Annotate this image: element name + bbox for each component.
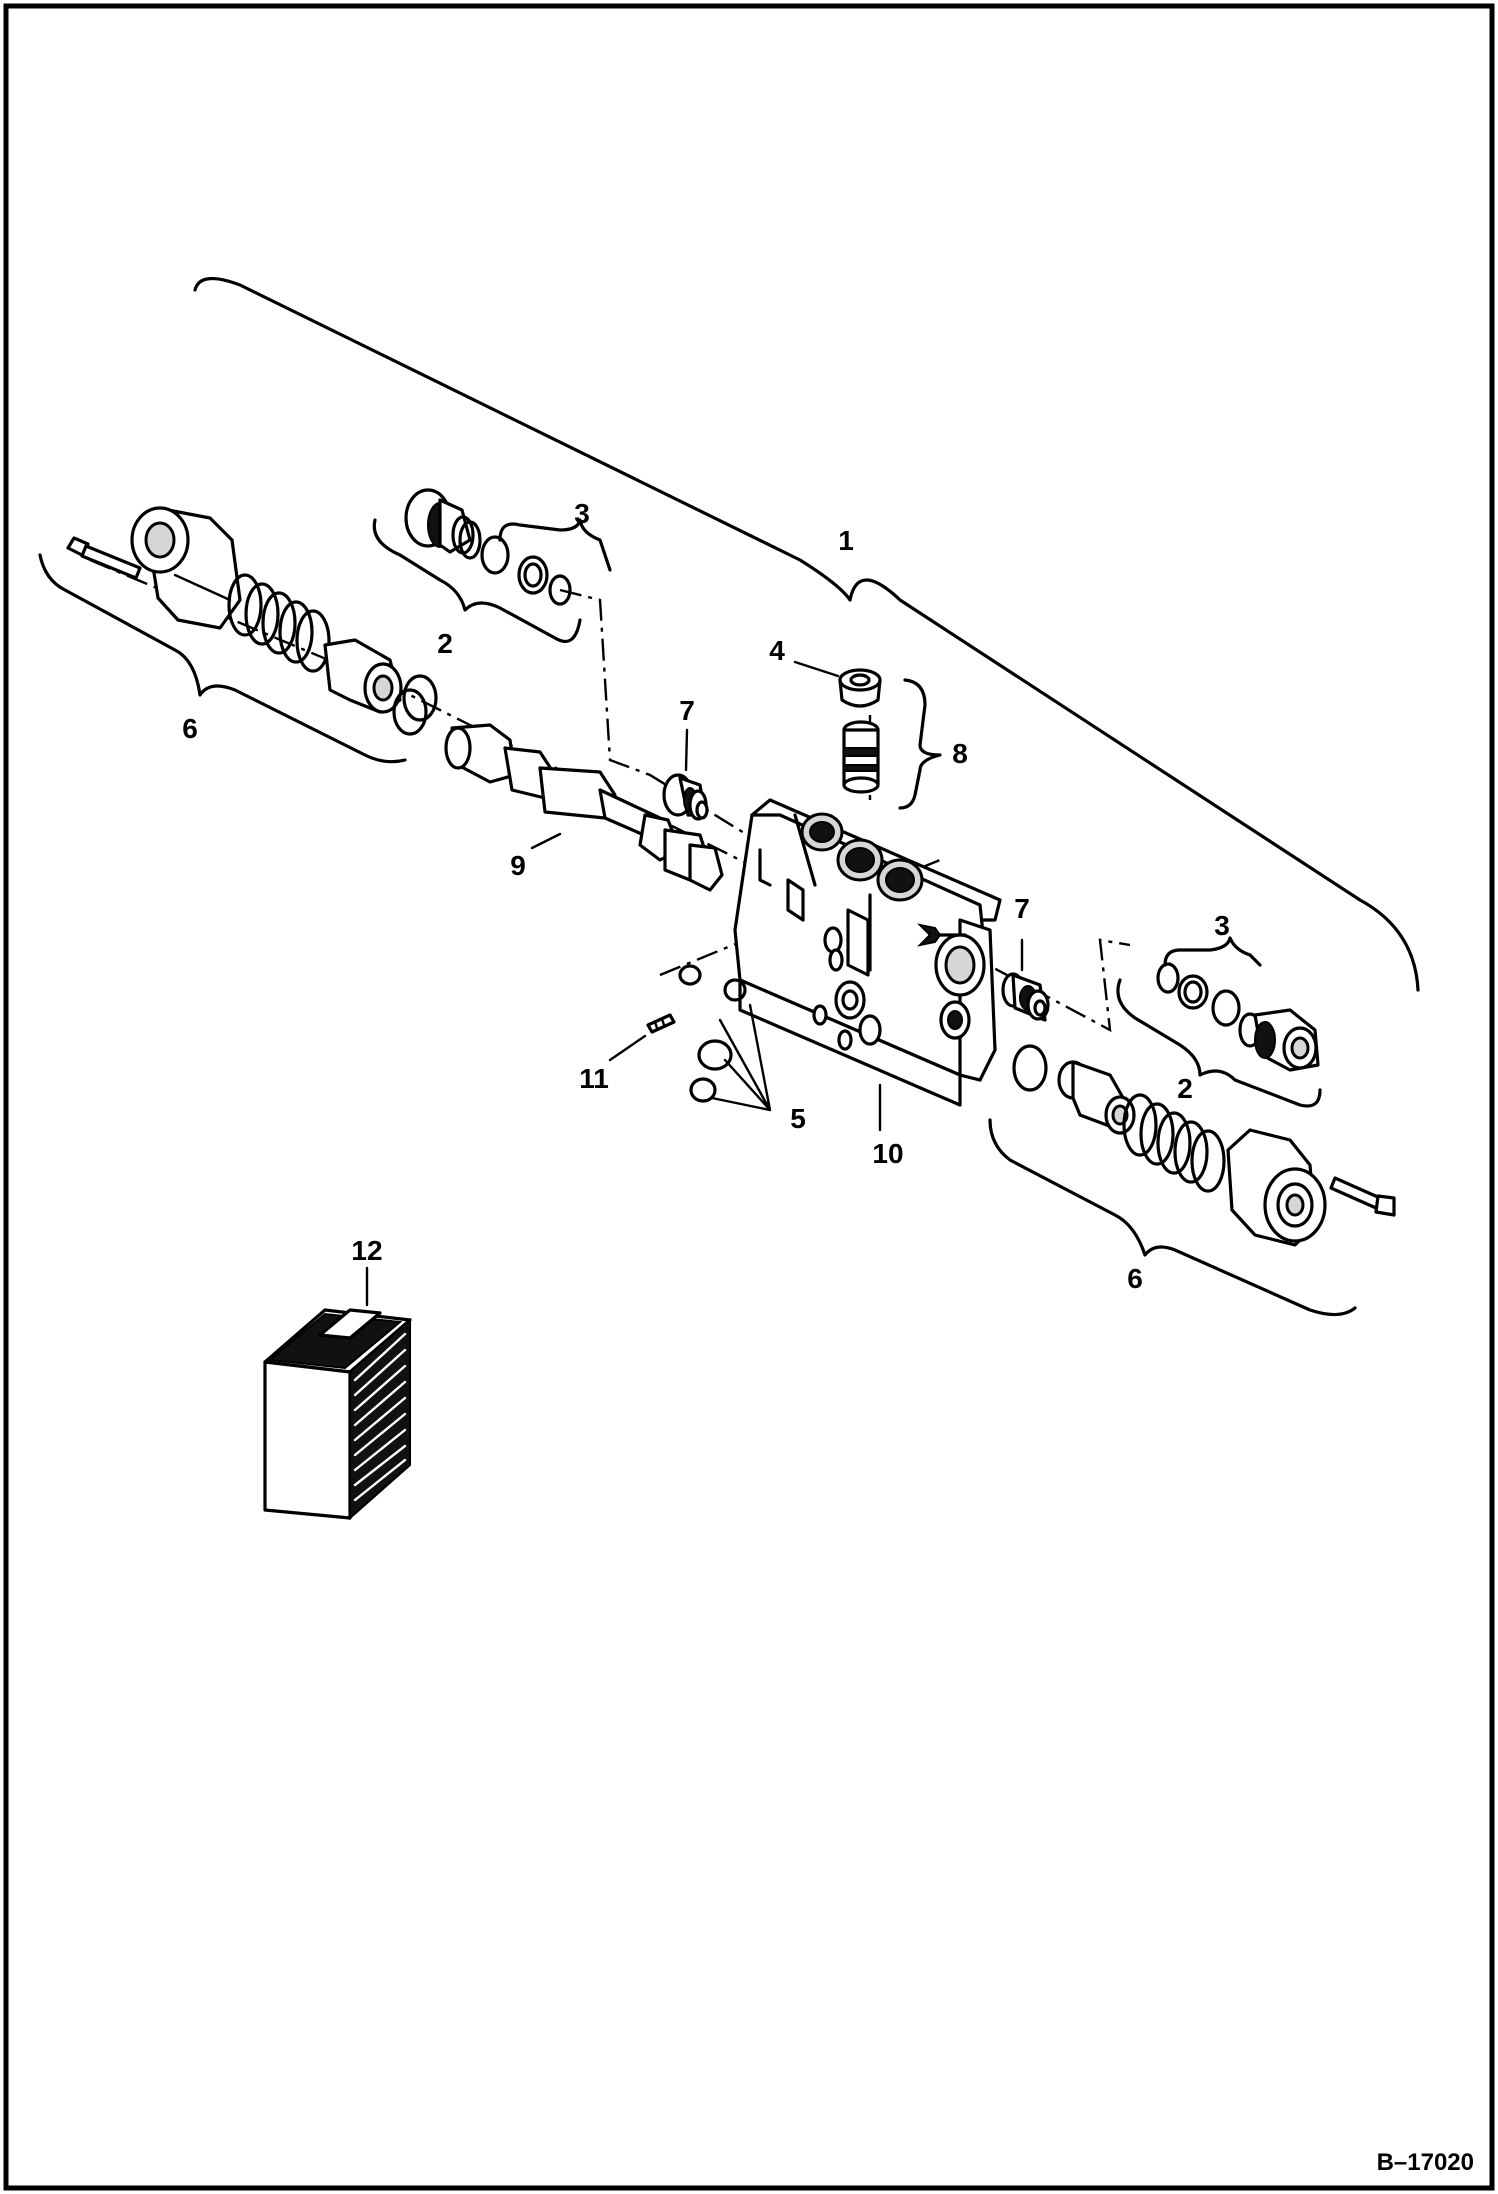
- oring-spool-right: [1012, 1044, 1048, 1092]
- label-6-right: 6: [1127, 1263, 1143, 1294]
- label-6-left: 6: [182, 713, 198, 744]
- bolt-left: [66, 536, 142, 580]
- relief-plug-left: [404, 488, 482, 560]
- oring-body-3: [697, 1039, 733, 1071]
- relief-plug-right: [1238, 1008, 1320, 1072]
- brace-item-6-right: [988, 1118, 1357, 1317]
- spring-cap-right: [1226, 1128, 1327, 1247]
- check-valve-left: [662, 773, 709, 821]
- leader-4: [793, 660, 840, 678]
- spring-cap-left: [130, 506, 242, 630]
- label-7-right: 7: [1014, 893, 1030, 924]
- oring-relief-right: [1211, 989, 1241, 1027]
- oring-spool-left: [392, 674, 438, 736]
- label-2-right: 2: [1177, 1073, 1193, 1104]
- leader-7-left: [684, 728, 689, 772]
- leader-9: [530, 832, 562, 850]
- seal-relief-left: [548, 574, 572, 606]
- brace-item-3-left: [498, 518, 612, 572]
- brace-item-2-right: [1116, 978, 1322, 1108]
- label-4: 4: [769, 635, 785, 666]
- label-9: 9: [510, 850, 526, 881]
- oring-body-4: [689, 1077, 717, 1103]
- brace-assembly-1: [193, 277, 1420, 992]
- spring-left: [227, 573, 331, 673]
- oring-body-1: [678, 964, 702, 986]
- seal-relief-right: [1156, 962, 1180, 994]
- label-2-left: 2: [437, 628, 453, 659]
- spring-right: [1122, 1093, 1226, 1193]
- brace-item-2-left: [372, 518, 582, 643]
- pin: [646, 1013, 676, 1034]
- backup-ring-left: [517, 555, 549, 595]
- label-3-left: 3: [574, 498, 590, 529]
- parts-kit-box: [263, 1308, 412, 1521]
- label-5: 5: [790, 1103, 806, 1134]
- label-7-left: 7: [679, 695, 695, 726]
- cartridge-plug: [838, 668, 882, 708]
- oring-body-2: [723, 978, 747, 1002]
- spring-seat-left: [323, 638, 403, 714]
- oring-relief-left: [480, 535, 510, 575]
- label-8: 8: [952, 738, 968, 769]
- leader-11: [608, 1034, 647, 1062]
- label-1: 1: [838, 525, 854, 556]
- spring-seat-right: [1057, 1060, 1136, 1135]
- backup-ring-right: [1177, 974, 1209, 1010]
- brace-item-6-left: [38, 553, 407, 764]
- check-valve-right: [1001, 972, 1050, 1022]
- label-3-right: 3: [1214, 910, 1230, 941]
- brace-item-3-right: [1163, 936, 1262, 967]
- valve-body: [733, 798, 1002, 1107]
- brace-item-8: [898, 678, 942, 810]
- label-11: 11: [579, 1063, 609, 1094]
- bolt-right: [1329, 1176, 1396, 1217]
- relief-cartridge: [842, 720, 880, 794]
- label-10: 10: [872, 1138, 903, 1169]
- spool: [444, 723, 724, 892]
- label-12: 12: [351, 1235, 382, 1266]
- leader-5: [710, 1003, 772, 1112]
- page-border: [3, 3, 1495, 2191]
- figure-id: B–17020: [1377, 2149, 1474, 2176]
